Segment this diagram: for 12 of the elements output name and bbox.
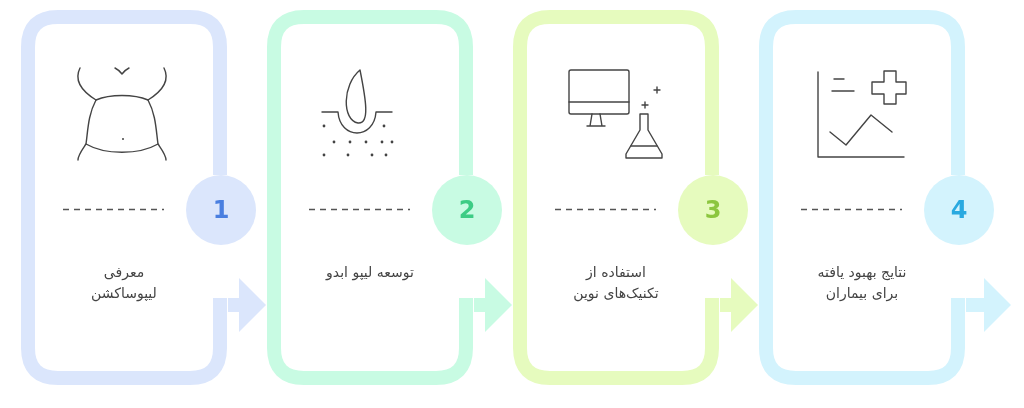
step-text: توسعه لیپو ابدو (324, 263, 415, 283)
number-circle: 3 (678, 175, 748, 245)
arrow (228, 278, 266, 332)
number-circle: 2 (432, 175, 502, 245)
step-text: معرفی لیپوساکشن (90, 263, 158, 304)
arrow (966, 278, 1011, 332)
number-circle: 1 (186, 175, 256, 245)
arrow (474, 278, 512, 332)
arrow (720, 278, 758, 332)
number-circle: 4 (924, 175, 994, 245)
step-text: استفاده از تکنیک‌های نوین (572, 263, 660, 304)
step-text: نتایج بهبود یافته برای بیماران (816, 263, 908, 304)
